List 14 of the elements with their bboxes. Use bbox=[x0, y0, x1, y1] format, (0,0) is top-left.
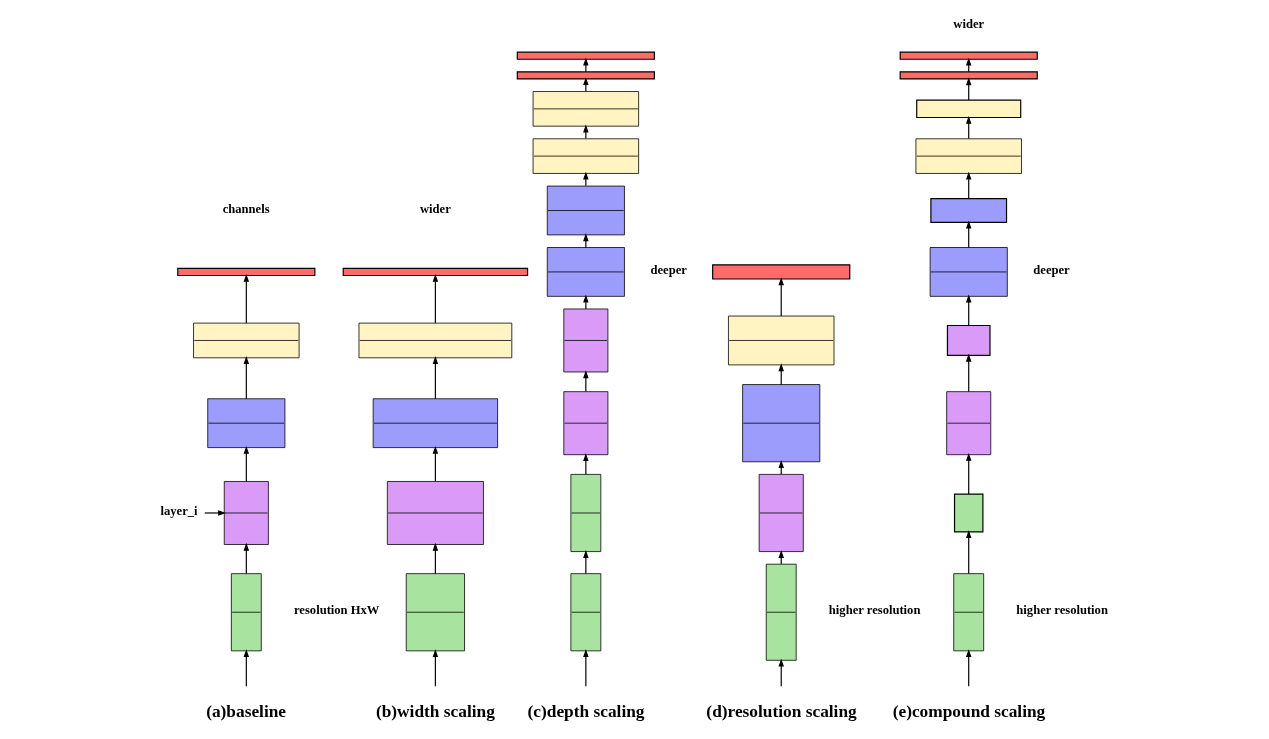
label: higher resolution bbox=[828, 603, 921, 618]
label: (e)compound scaling bbox=[892, 702, 1046, 722]
label: higher resolution bbox=[1016, 603, 1108, 618]
label: (c)depth scaling bbox=[527, 702, 645, 722]
label: wider bbox=[420, 201, 451, 216]
label: deeper bbox=[1033, 263, 1070, 278]
label: (a)baseline bbox=[206, 702, 287, 722]
label: resolution HxW bbox=[293, 603, 380, 618]
label: (d)resolution scaling bbox=[706, 702, 857, 722]
label: deeper bbox=[650, 263, 687, 278]
node-text: layer_i bbox=[160, 504, 198, 519]
label: (b)width scaling bbox=[375, 702, 495, 722]
label: wider bbox=[953, 16, 985, 31]
label: channels bbox=[222, 201, 270, 216]
